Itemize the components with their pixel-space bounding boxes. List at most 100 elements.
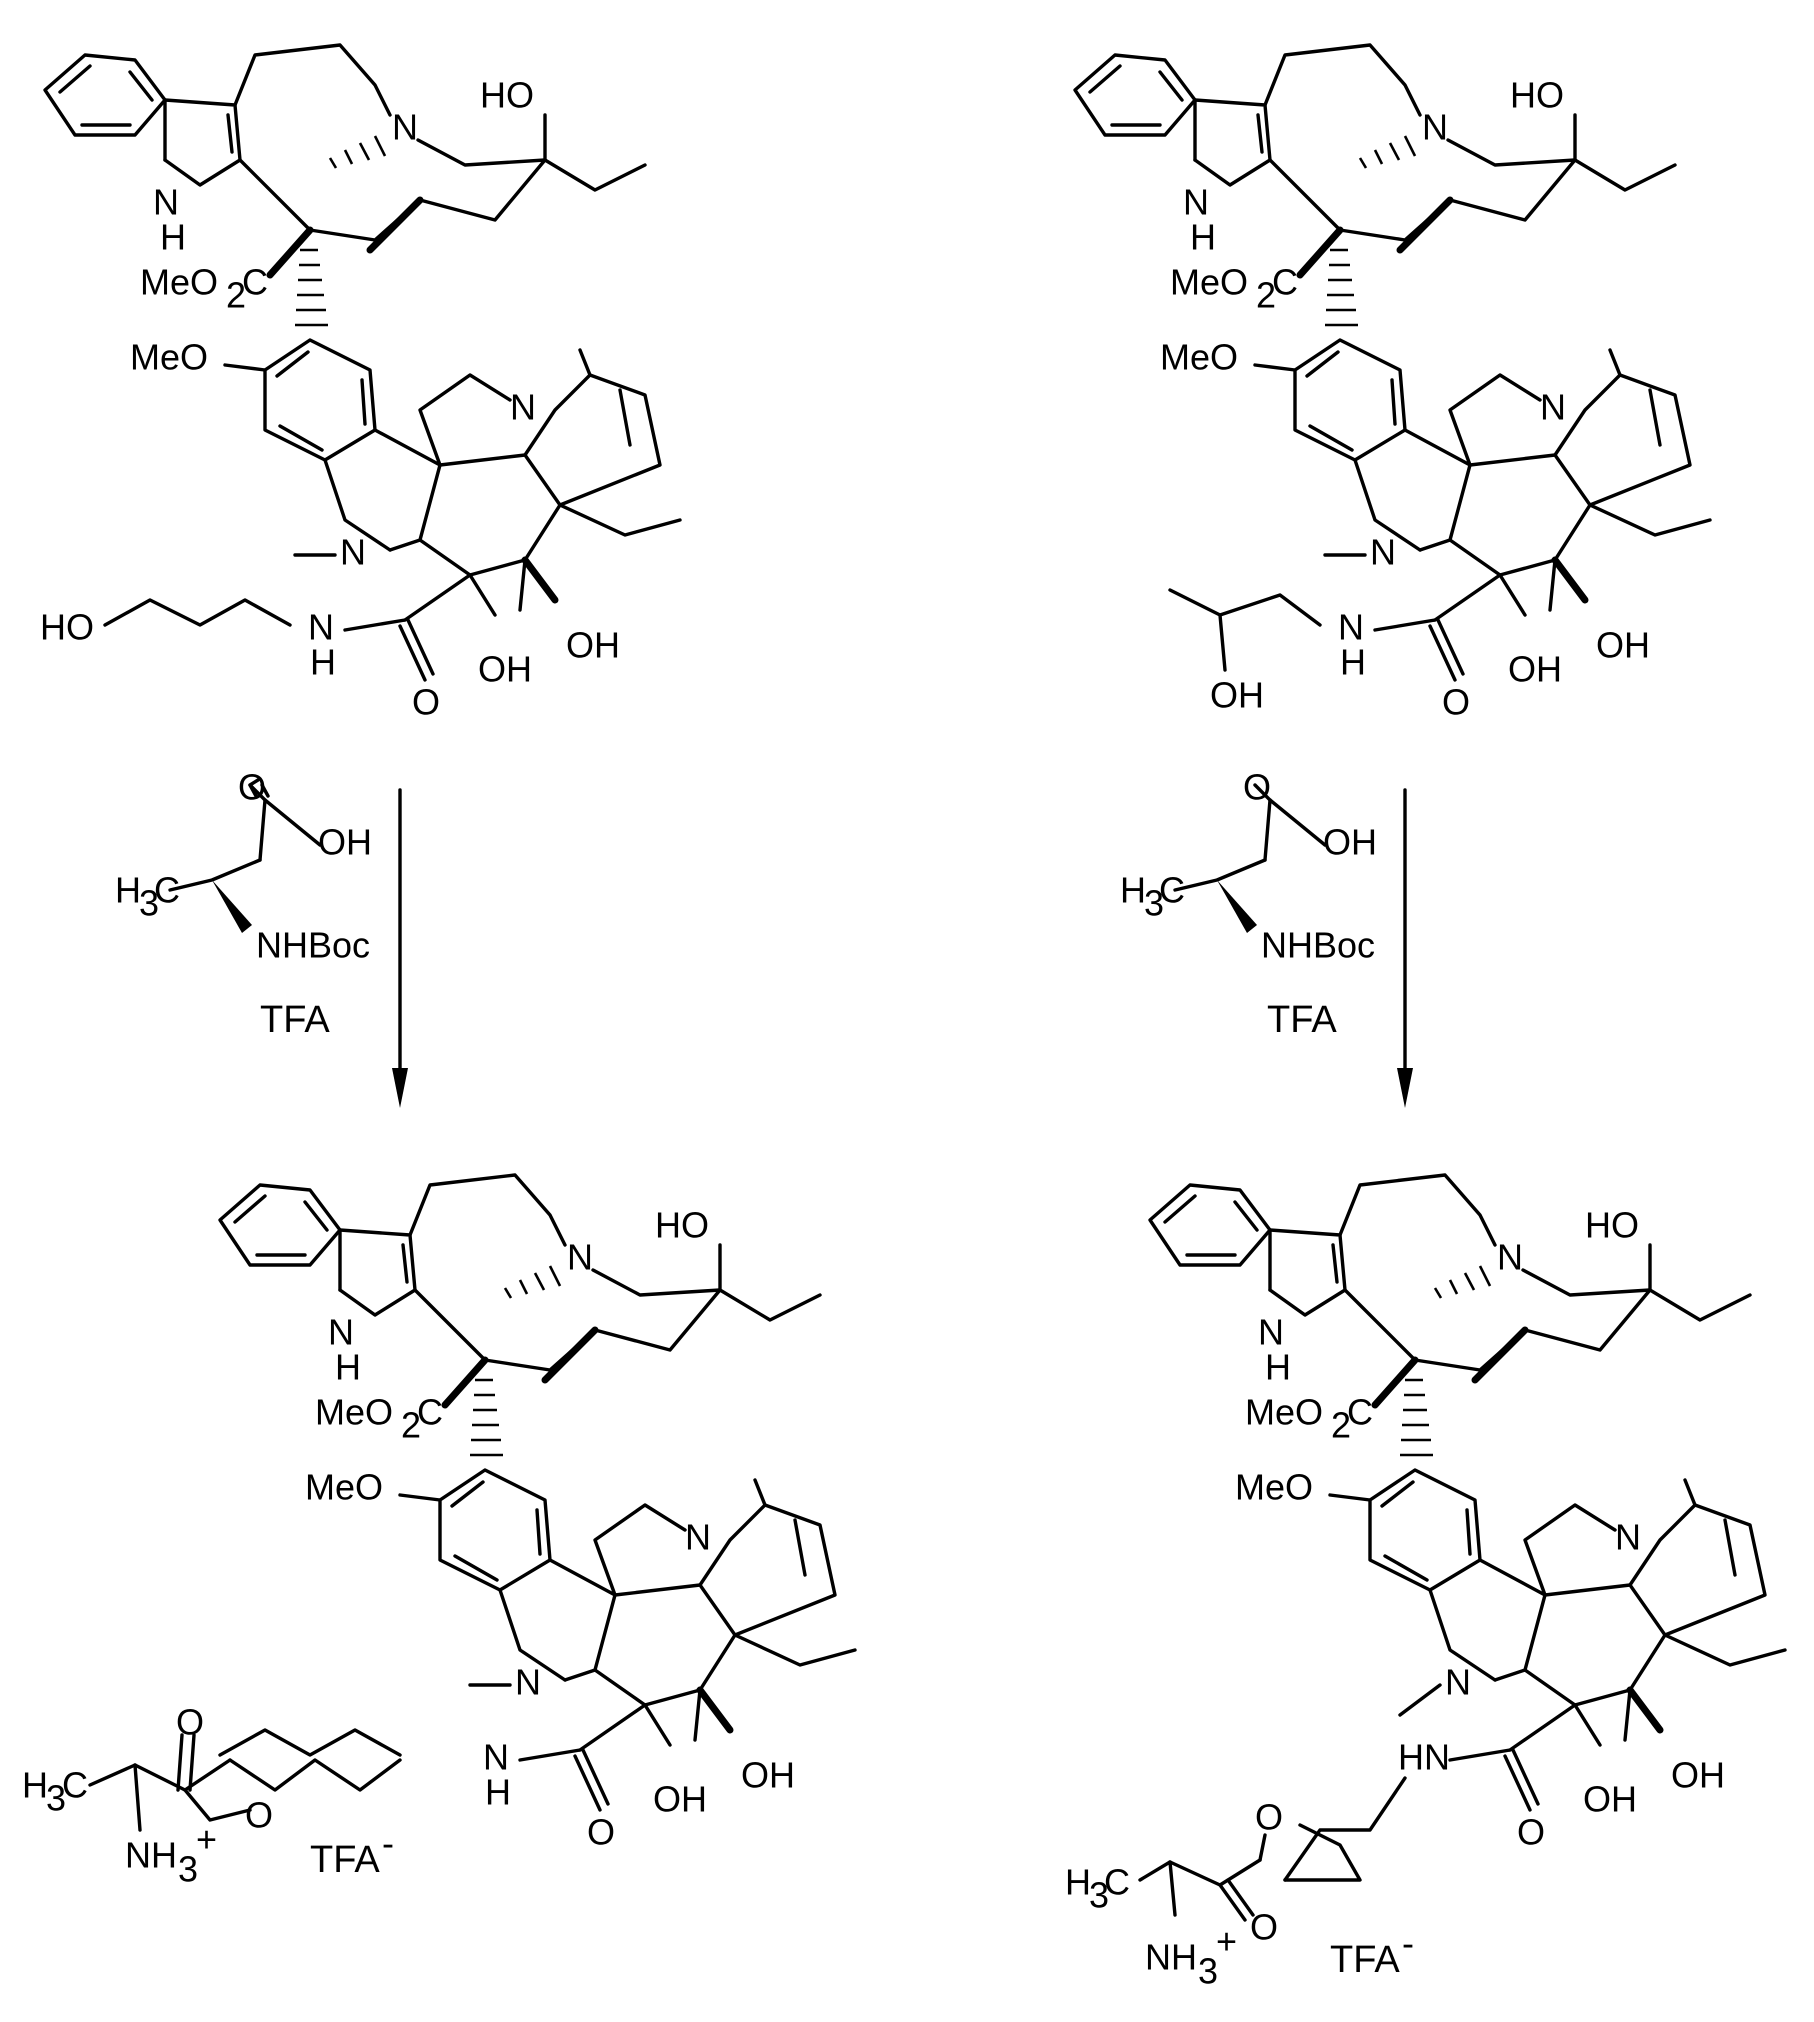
reagent-label: TFA xyxy=(260,999,330,1041)
bond xyxy=(375,430,440,550)
atom-label: OH xyxy=(1596,625,1650,666)
atom-label: H xyxy=(485,1772,511,1813)
atom-label: H xyxy=(1340,642,1366,683)
bond xyxy=(403,1245,407,1282)
wedge-bond xyxy=(1217,880,1257,933)
atom-label: OH xyxy=(1210,675,1264,716)
bond xyxy=(1405,430,1470,550)
bond xyxy=(405,575,470,620)
bond xyxy=(470,575,495,615)
atom-label: H xyxy=(1190,217,1216,258)
bond xyxy=(1435,575,1500,620)
alanine-ester-left: O O H 3 C NH 3 + TFA - xyxy=(22,1702,400,1890)
bond xyxy=(520,560,525,610)
atom-label: MeO xyxy=(1245,1392,1323,1433)
bond xyxy=(645,1705,670,1745)
bond xyxy=(1260,1835,1265,1860)
atom-label: OH xyxy=(478,649,532,690)
atom-label: N xyxy=(1497,1237,1523,1278)
bond xyxy=(700,1690,730,1730)
atom-label: OH xyxy=(1323,822,1377,863)
atom-label: H xyxy=(160,217,186,258)
atom-label: N xyxy=(340,532,366,573)
bond xyxy=(445,1360,485,1405)
bond xyxy=(1270,1230,1345,1315)
atom-label: NHBoc xyxy=(256,925,370,966)
bond xyxy=(270,230,310,275)
bond xyxy=(440,1470,550,1590)
atom-label: OH xyxy=(653,1779,707,1820)
bond xyxy=(178,1735,194,1790)
bond xyxy=(1665,1635,1785,1665)
atom-label: N xyxy=(567,1237,593,1278)
atom-label: O xyxy=(1255,1797,1283,1838)
bond xyxy=(1450,1750,1510,1760)
counterion-label: TFA xyxy=(1330,1939,1400,1981)
bond xyxy=(1375,620,1435,630)
bond xyxy=(235,1196,327,1255)
atom-label: H xyxy=(115,870,141,911)
structure-bottom-left: HO N N H MeO 2 C MeO N N N H OH OH O xyxy=(220,1175,855,1853)
bond xyxy=(1170,1862,1175,1915)
atom-label: OH xyxy=(566,625,620,666)
bond xyxy=(418,140,645,190)
bond xyxy=(185,1790,250,1820)
atom-label: O xyxy=(1250,1907,1278,1948)
atom-label: MeO xyxy=(305,1467,383,1508)
bond xyxy=(1285,1825,1360,1880)
bond xyxy=(525,560,555,600)
bond xyxy=(277,352,365,450)
bond xyxy=(400,1495,440,1500)
atom-label: + xyxy=(1216,1921,1237,1962)
bond xyxy=(1285,1778,1405,1880)
bond xyxy=(135,1765,140,1830)
bond xyxy=(1480,1560,1545,1680)
atom-label: O xyxy=(1517,1812,1545,1853)
bond xyxy=(420,455,560,575)
bond xyxy=(1510,1705,1575,1750)
bond xyxy=(420,160,545,220)
atom-label: OH xyxy=(741,1755,795,1796)
hashed-bond xyxy=(1360,136,1415,168)
atom-label: H xyxy=(1065,1862,1091,1903)
bond xyxy=(1505,1750,1538,1810)
bond xyxy=(755,1480,805,1575)
bond xyxy=(1475,1330,1525,1380)
atom-label: H xyxy=(1265,1347,1291,1388)
bond xyxy=(560,505,680,535)
bond xyxy=(1175,860,1265,890)
bond xyxy=(1340,1175,1495,1245)
bond xyxy=(1550,560,1555,610)
atom-label: N xyxy=(1422,107,1448,148)
reagent-label: TFA xyxy=(1267,999,1337,1041)
bond xyxy=(1555,560,1585,600)
hashed-bond xyxy=(505,1266,560,1298)
bond xyxy=(595,1290,720,1350)
reagent-right: O OH H 3 C NHBoc TFA xyxy=(1120,767,1377,1042)
bond xyxy=(1265,800,1325,860)
atom-label: O xyxy=(238,767,266,808)
structure-bottom-right: HO N N H MeO 2 C MeO N N HN OH OH O xyxy=(1150,1175,1785,1880)
atom-label: O xyxy=(1243,767,1271,808)
atom-label: OH xyxy=(1671,1755,1725,1796)
bond xyxy=(235,45,390,115)
bond xyxy=(1382,1482,1470,1580)
atom-label: C xyxy=(1104,1862,1130,1903)
atom-label: MeO xyxy=(130,337,208,378)
bond xyxy=(105,600,290,625)
bond xyxy=(1300,230,1340,275)
atom-label: OH xyxy=(1508,649,1562,690)
bond xyxy=(1375,1360,1415,1405)
atom-label: MeO xyxy=(1160,337,1238,378)
hashed-bond xyxy=(295,250,328,325)
bond xyxy=(230,1760,400,1790)
bond xyxy=(340,1230,415,1315)
bond xyxy=(1330,1495,1370,1500)
atom-label: MeO xyxy=(1170,262,1248,303)
atom-label: N xyxy=(510,387,536,428)
bond xyxy=(593,1270,820,1320)
bond xyxy=(370,200,420,250)
bond xyxy=(545,1330,595,1380)
bond xyxy=(265,340,375,460)
atom-label: H xyxy=(1120,870,1146,911)
